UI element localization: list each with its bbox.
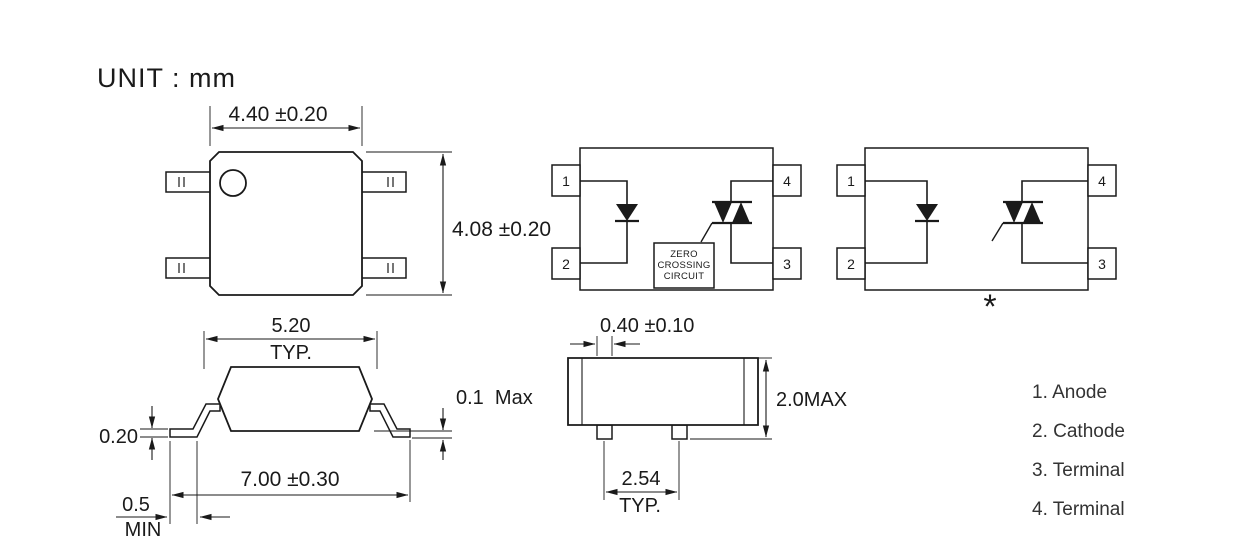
legend-item-terminal-3: 3. Terminal xyxy=(1032,460,1125,481)
pin1-indicator-circle xyxy=(219,169,247,197)
side-view: 5.20 TYP. 0.20 0.1 Max 7.00 ±0.30 0.5 MI… xyxy=(99,315,533,541)
legend-item-anode: 1. Anode xyxy=(1032,382,1108,403)
standoff-dimension: 0.1 Max xyxy=(456,387,533,409)
lead-pin xyxy=(165,257,212,279)
schematic-standard: 1 2 4 3 * xyxy=(836,147,1117,326)
pin-number-3: 3 xyxy=(1098,256,1106,272)
overall-width-dimension: 7.00 ±0.30 xyxy=(240,468,339,491)
zero-crossing-box xyxy=(653,242,715,289)
pin-number-2: 2 xyxy=(562,256,570,272)
lead-thickness-dimension: 0.20 xyxy=(99,426,138,448)
pin-box-4 xyxy=(772,164,802,197)
schematic-outline xyxy=(864,147,1089,291)
pin-legend: 1. Anode 2. Cathode 3. Terminal 4. Termi… xyxy=(1032,373,1125,529)
anode-wire xyxy=(580,180,628,204)
lead-pitch-qualifier: TYP. xyxy=(619,495,661,517)
anode-wire xyxy=(865,180,928,204)
pin-box-2 xyxy=(551,247,581,280)
foot-length-dimension: 0.5 xyxy=(122,494,150,516)
footnote-asterisk: * xyxy=(983,288,996,326)
pin-box-2 xyxy=(836,247,866,280)
body-height-dimension: 4.08 ±0.20 xyxy=(452,218,551,241)
package-height-dimension: 2.0MAX xyxy=(776,389,847,411)
gate-wire xyxy=(700,222,713,243)
pin-number-1: 1 xyxy=(562,173,570,189)
pin-box-1 xyxy=(551,164,581,197)
triac-bottom-wire xyxy=(1021,223,1088,264)
package-body-profile xyxy=(217,366,373,432)
triac-triangle-icon xyxy=(714,202,732,223)
lead-foot xyxy=(596,424,613,440)
lead-foot xyxy=(671,424,688,440)
package-body-end-outline xyxy=(567,357,759,426)
schematic-with-zero-crossing: 1 2 4 3 ZERO CROSSING CIRCUIT xyxy=(551,147,802,291)
body-width-qualifier: TYP. xyxy=(270,342,312,364)
pin-number-3: 3 xyxy=(783,256,791,272)
body-width-dimension: 5.20 xyxy=(272,315,311,337)
pin-number-4: 4 xyxy=(1098,173,1106,189)
package-body-outline xyxy=(209,151,363,296)
zero-crossing-label-3: CIRCUIT xyxy=(664,271,705,282)
lead-pin xyxy=(360,171,407,193)
end-view: 0.40 ±0.10 2.0MAX 2.54 TYP. xyxy=(567,315,847,517)
body-width-dimension: 4.40 ±0.20 xyxy=(228,103,327,126)
cathode-wire xyxy=(580,221,628,264)
pin-number-1: 1 xyxy=(847,173,855,189)
triac-top-wire xyxy=(1021,180,1088,202)
foot-length-qualifier: MIN xyxy=(125,519,162,541)
triac-triangle-icon xyxy=(1005,202,1023,223)
gate-wire xyxy=(991,222,1004,242)
lead-width-dimension: 0.40 ±0.10 xyxy=(600,315,694,337)
lead-pin xyxy=(165,171,212,193)
triac-top-wire xyxy=(730,180,773,202)
unit-label: UNIT : mm xyxy=(97,63,236,93)
pin-number-2: 2 xyxy=(847,256,855,272)
cathode-wire xyxy=(865,221,928,264)
zero-crossing-label-1: ZERO xyxy=(670,249,698,260)
gullwing-lead-left xyxy=(169,403,221,438)
pin-number-4: 4 xyxy=(783,173,791,189)
lead-pin xyxy=(360,257,407,279)
led-diode-icon xyxy=(616,204,638,221)
led-diode-icon xyxy=(916,204,938,221)
top-view: 4.40 ±0.20 4.08 ±0.20 xyxy=(165,103,551,296)
triac-bottom-wire xyxy=(730,223,773,264)
legend-item-cathode: 2. Cathode xyxy=(1032,421,1125,442)
triac-triangle-icon xyxy=(732,202,750,223)
lead-pitch-dimension: 2.54 xyxy=(622,468,661,490)
triac-triangle-icon xyxy=(1023,202,1041,223)
zero-crossing-label-2: CROSSING xyxy=(657,260,710,271)
legend-item-terminal-4: 4. Terminal xyxy=(1032,499,1125,520)
gullwing-lead-right xyxy=(369,403,411,438)
